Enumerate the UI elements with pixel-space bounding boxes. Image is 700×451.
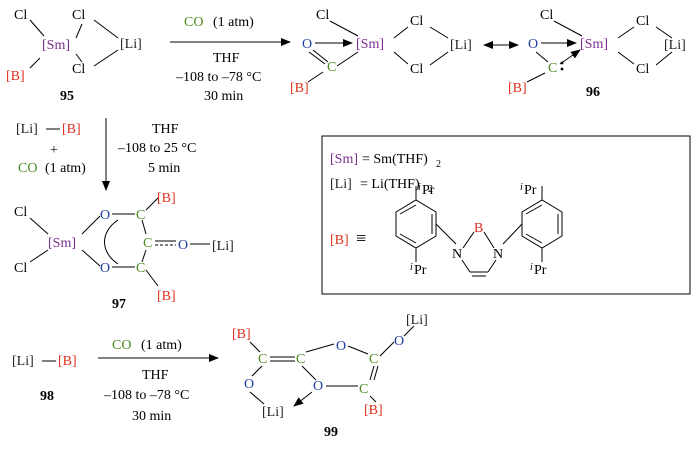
legend-ipr-i: i bbox=[418, 182, 421, 193]
atom-sm: [Sm] bbox=[580, 37, 608, 52]
atom-c: C bbox=[359, 382, 368, 397]
atom-o: O bbox=[302, 37, 312, 52]
solvent: THF bbox=[152, 122, 179, 137]
atom-o: O bbox=[528, 37, 538, 52]
reagent-co: CO bbox=[112, 338, 131, 353]
atom-cl: Cl bbox=[14, 261, 27, 276]
reagent-li: [Li] bbox=[16, 122, 38, 137]
atom-c: C bbox=[548, 61, 557, 76]
atom-cl: Cl bbox=[410, 14, 423, 29]
atom-c: C bbox=[136, 261, 145, 276]
temperature: –108 to 25 °C bbox=[117, 141, 196, 156]
atom-cl: Cl bbox=[410, 62, 423, 77]
legend-sm-rhs: = Sm(THF) bbox=[362, 152, 428, 167]
legend-li-rhs: = Li(THF) bbox=[360, 177, 420, 192]
atom-b: [B] bbox=[364, 403, 383, 418]
plus-sign: + bbox=[50, 143, 58, 158]
atom-n: N bbox=[493, 247, 503, 262]
atom-o: O bbox=[394, 334, 404, 349]
compound-95: Cl [Sm] Cl Cl [Li] [B] 95 bbox=[6, 8, 142, 104]
legend-ipr-i: i bbox=[530, 262, 533, 273]
legend-box: [Sm] = Sm(THF) 2 [Li] = Li(THF) 2 [B] ≡ … bbox=[321, 135, 691, 295]
atom-b: [B] bbox=[232, 327, 251, 342]
reagent-co: CO bbox=[18, 161, 37, 176]
atom-li: [Li] bbox=[120, 37, 142, 52]
time: 5 min bbox=[148, 161, 180, 176]
legend-ipr-i: i bbox=[410, 262, 413, 273]
atom-cl: Cl bbox=[14, 8, 27, 23]
compound-96: Cl O [Sm] Cl Cl [Li] C [B] 96 bbox=[508, 8, 686, 100]
atom-o: O bbox=[100, 208, 110, 223]
compound-label: 98 bbox=[40, 389, 54, 404]
legend-b: [B] bbox=[330, 233, 349, 248]
atom-cl: Cl bbox=[636, 62, 649, 77]
atom-li: [Li] bbox=[406, 313, 428, 328]
atom-sm: [Sm] bbox=[42, 38, 70, 53]
atom-c: C bbox=[143, 236, 152, 251]
atom-o: O bbox=[178, 238, 188, 253]
solvent: THF bbox=[213, 51, 240, 66]
atom-c: C bbox=[136, 208, 145, 223]
atom-o: O bbox=[313, 379, 323, 394]
legend-ipr: Pr bbox=[414, 263, 427, 278]
atom-b: [B] bbox=[58, 354, 77, 369]
atom-sm: [Sm] bbox=[356, 37, 384, 52]
atom-li: [Li] bbox=[450, 38, 472, 53]
atom-li: [Li] bbox=[12, 354, 34, 369]
compound-98: [Li] [B] 98 bbox=[12, 354, 77, 404]
time: 30 min bbox=[132, 409, 171, 424]
atom-li: [Li] bbox=[664, 38, 686, 53]
compound-label: 95 bbox=[60, 89, 74, 104]
atom-cl: Cl bbox=[14, 205, 27, 220]
atom-o: O bbox=[100, 261, 110, 276]
compound-97: Cl Cl [Sm] O O C C C O [Li] [B] [B] 97 bbox=[14, 191, 234, 312]
reagent-pressure: (1 atm) bbox=[45, 161, 86, 176]
atom-b: [B] bbox=[157, 191, 176, 206]
solvent: THF bbox=[142, 368, 169, 383]
atom-b: [B] bbox=[290, 81, 309, 96]
legend-ipr-i: i bbox=[520, 182, 523, 193]
atom-b: [B] bbox=[157, 289, 176, 304]
compound-label: 96 bbox=[586, 85, 600, 100]
legend-sm-lhs: [Sm] bbox=[330, 152, 358, 167]
atom-c: C bbox=[296, 352, 305, 367]
compound-99: [B] C C O C C O O [Li] O [Li] [B] 99 bbox=[232, 313, 428, 440]
atom-cl: Cl bbox=[540, 8, 553, 23]
atom-sm: [Sm] bbox=[48, 236, 76, 251]
atom-li: [Li] bbox=[212, 239, 234, 254]
reagent-co: CO bbox=[184, 15, 203, 30]
atom-cl: Cl bbox=[636, 14, 649, 29]
reagent-b: [B] bbox=[62, 122, 81, 137]
compound-acyl-intermediate: Cl O [Sm] Cl Cl [Li] C [B] bbox=[290, 8, 472, 96]
reagent-pressure: (1 atm) bbox=[141, 338, 182, 353]
atom-li: [Li] bbox=[262, 405, 284, 420]
atom-b: [B] bbox=[508, 81, 527, 96]
atom-n: N bbox=[452, 247, 462, 262]
atom-c: C bbox=[327, 60, 336, 75]
temperature: –108 to –78 °C bbox=[175, 70, 261, 85]
atom-cl: Cl bbox=[72, 62, 85, 77]
legend-ipr: Pr bbox=[422, 183, 435, 198]
atom-c: C bbox=[369, 352, 378, 367]
legend-ipr: Pr bbox=[534, 263, 547, 278]
compound-label: 99 bbox=[324, 425, 338, 440]
atom-cl: Cl bbox=[316, 8, 329, 23]
atom-c: C bbox=[258, 352, 267, 367]
legend-li-lhs: [Li] bbox=[330, 177, 352, 192]
time: 30 min bbox=[204, 89, 243, 104]
identical-sign: ≡ bbox=[356, 228, 366, 248]
legend-ipr: Pr bbox=[524, 183, 537, 198]
atom-o: O bbox=[336, 339, 346, 354]
compound-label: 97 bbox=[112, 297, 126, 312]
atom-cl: Cl bbox=[72, 8, 85, 23]
temperature: –108 to –78 °C bbox=[103, 388, 189, 403]
reagent-pressure: (1 atm) bbox=[213, 15, 254, 30]
legend-li-sub: 2 bbox=[428, 184, 433, 195]
atom-b: [B] bbox=[6, 69, 25, 84]
atom-o: O bbox=[244, 377, 254, 392]
legend-sm-sub: 2 bbox=[436, 159, 441, 170]
atom-b: B bbox=[474, 221, 483, 236]
